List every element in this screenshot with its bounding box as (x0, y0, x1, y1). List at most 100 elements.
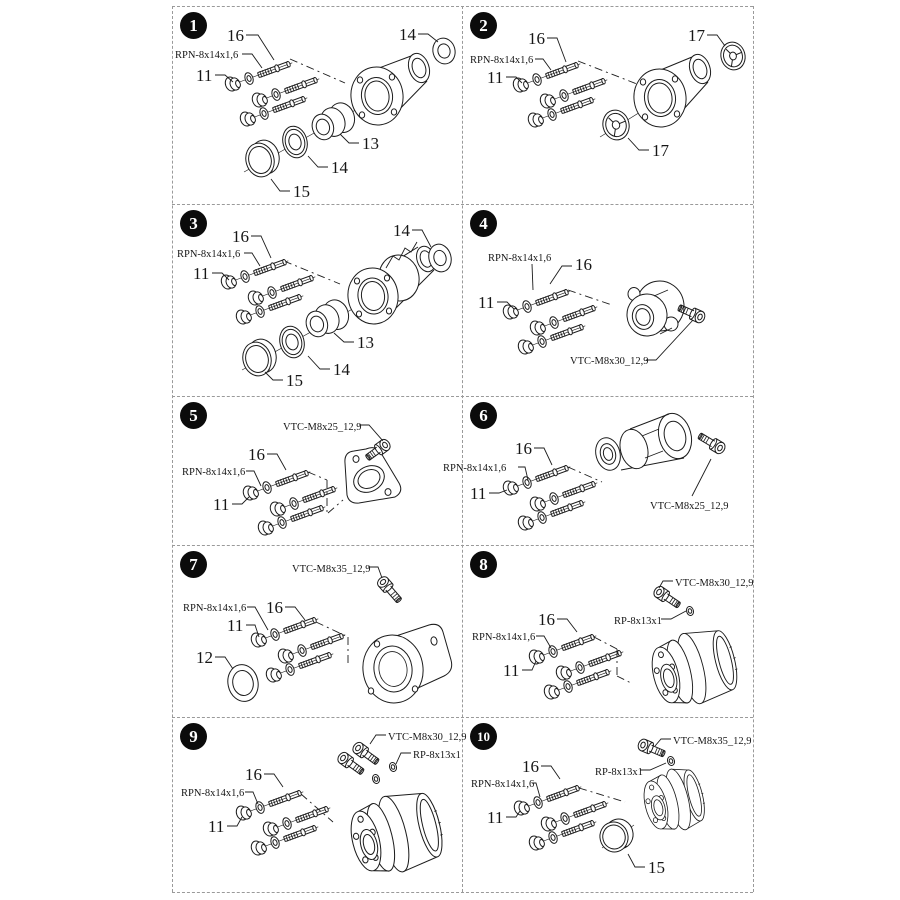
callout-leader (557, 618, 578, 633)
callout-leader (267, 453, 287, 471)
callout-leader (246, 470, 262, 487)
callout-leader (212, 272, 230, 281)
callout-leader (418, 33, 439, 43)
part-number-label: 13 (362, 134, 379, 153)
part-number-label: 16 (575, 255, 592, 274)
callout-leader (412, 229, 432, 248)
callout-leader (242, 53, 263, 69)
part-code-label: RPN-8x14x1,6 (175, 50, 238, 61)
callout-leader (497, 301, 515, 310)
part-number-label: 11 (487, 808, 503, 827)
part-number-label: 16 (245, 765, 262, 784)
part-code-label: RPN-8x14x1,6 (181, 788, 244, 799)
part-number-label: 14 (333, 360, 351, 379)
callout-leader (536, 635, 552, 649)
part-code-label: RP-8x13x1 (413, 750, 461, 761)
part-code-label: RPN-8x14x1,6 (183, 603, 246, 614)
part-number-label: 16 (538, 610, 555, 629)
part-number-label: 16 (232, 227, 249, 246)
part-number-label: 11 (478, 293, 494, 312)
panel-number-badge: 7 (180, 551, 207, 578)
part-number-label: 16 (227, 26, 244, 45)
callout-leader (285, 606, 306, 621)
callout-leader (333, 332, 354, 343)
panel-number-badge: 1 (180, 12, 207, 39)
part-code-label: RPN-8x14x1,6 (182, 467, 245, 478)
part-number-label: 16 (248, 445, 265, 464)
callout-leader (307, 355, 330, 370)
grid-line-horizontal (172, 717, 753, 718)
part-number-label: 16 (266, 598, 283, 617)
callout-leader (264, 371, 283, 381)
callout-leader (547, 37, 567, 63)
callout-leader (640, 762, 667, 771)
callout-leader (707, 34, 726, 47)
callout-leader (244, 252, 261, 267)
callout-leader (215, 74, 234, 83)
part-code-label: RPN-8x14x1,6 (177, 249, 240, 260)
part-number-label: 14 (399, 25, 417, 44)
part-number-label: 15 (648, 858, 665, 877)
callout-leader (251, 235, 272, 259)
part-number-label: 11 (227, 616, 243, 635)
callout-leader (549, 265, 572, 285)
part-number-label: 11 (193, 264, 209, 283)
part-code-label: RPN-8x14x1,6 (488, 253, 551, 264)
part-number-label: 11 (213, 495, 229, 514)
panel-number-badge: 2 (470, 12, 497, 39)
part-code-label: VTC-M8x35_12,9 (673, 736, 751, 747)
callout-leader (215, 656, 234, 670)
callout-leader (232, 496, 250, 505)
part-number-label: 14 (331, 158, 349, 177)
part-code-label: RPN-8x14x1,6 (472, 632, 535, 643)
callout-leader (646, 319, 694, 361)
part-code-label: VTC-M8x30_12,9 (570, 356, 648, 367)
callout-leader (627, 137, 649, 151)
grid-line-horizontal (172, 892, 753, 893)
callout-leader (661, 610, 687, 620)
panel-number-badge: 3 (180, 210, 207, 237)
callout-leader (227, 816, 243, 827)
callout-leader (627, 853, 645, 868)
callout-leader (654, 738, 671, 747)
callout-leader (658, 580, 673, 589)
callout-leader (245, 791, 259, 805)
part-code-label: VTC-M8x25_12,9 (650, 501, 728, 512)
exploded-view-art: VTC-M8x35_12,9RP-8x13x116RPN-8x14x1,6111… (471, 736, 751, 877)
part-number-label: 11 (196, 66, 212, 85)
part-code-label: RP-8x13x1 (595, 767, 643, 778)
callout-leader (518, 466, 529, 481)
panel-number-badge: 9 (180, 723, 207, 750)
grid-line-vertical (753, 6, 754, 892)
part-number-label: 16 (515, 439, 532, 458)
callout-leader (368, 566, 383, 579)
panel-number-badge: 10 (470, 723, 497, 750)
part-number-label: 15 (293, 182, 310, 201)
part-number-label: 15 (286, 371, 303, 390)
part-number-label: 17 (652, 141, 670, 160)
part-number-label: 14 (393, 221, 411, 240)
grid-line-horizontal (172, 6, 753, 7)
grid-line-horizontal (172, 545, 753, 546)
panel-number-badge: 4 (470, 210, 497, 237)
part-number-label: 11 (503, 661, 519, 680)
callout-leader (541, 765, 561, 780)
panel-number-badge: 8 (470, 551, 497, 578)
callout-leader (506, 76, 523, 84)
grid-line-vertical (462, 6, 463, 892)
callout-leader (506, 810, 521, 818)
part-number-label: 17 (688, 26, 706, 45)
part-number-label: 16 (522, 757, 539, 776)
